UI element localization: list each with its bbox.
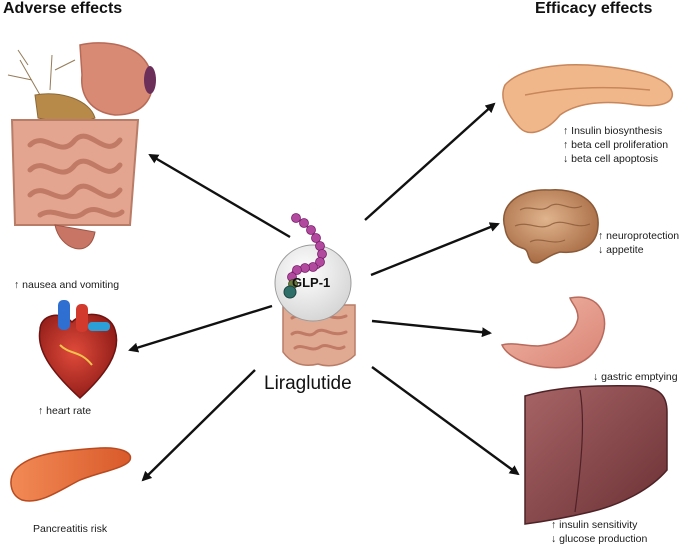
appetite-text: ↓ appetite [598,244,644,256]
liver-effects-label: ↑ insulin sensitivity ↓ glucose producti… [551,518,647,546]
brain-effects-label: ↑ neuroprotection ↓ appetite [598,229,679,257]
liver-illustration [524,384,668,525]
pancreas-illustration-efficacy [502,64,673,134]
heart-illustration [38,300,118,400]
efficacy-effects-heading: Efficacy effects [535,0,653,17]
brain-illustration [503,189,599,264]
beta-cell-proliferation-text: ↑ beta cell proliferation [563,139,669,151]
liraglutide-label: Liraglutide [264,373,352,394]
arrow-to-liver [371,366,520,476]
glp1-circle [274,244,352,322]
neuroprotection-text: ↑ neuroprotection [598,230,680,242]
peptide-chain-illustration [283,213,327,299]
insulin-biosynthesis-text: ↑ Insulin biosynthesis [563,125,663,137]
pancreas-illustration-adverse [10,447,132,502]
arrow-to-pancreas-efficacy [364,102,496,221]
center-intestine-illustration [282,304,356,367]
adverse-effects-heading: Adverse effects [3,0,123,17]
pancreatitis-label: Pancreatitis risk [33,523,108,535]
arrow-to-brain [370,222,500,277]
gastric-emptying-text: ↓ gastric emptying [593,371,678,383]
stomach-illustration [500,296,606,369]
arrows [128,102,520,482]
pancreas-effects-label: ↑ Insulin biosynthesis ↑ beta cell proli… [563,124,668,166]
arrow-to-pancreas-adverse [141,369,256,482]
insulin-sensitivity-text: ↑ insulin sensitivity [551,519,638,531]
nausea-label: ↑ nausea and vomiting [14,279,120,291]
glucose-production-text: ↓ glucose production [551,533,648,545]
gi-tract-illustration [7,42,156,250]
stomach-effects-label: ↓ gastric emptying [593,370,678,384]
beta-cell-apoptosis-text: ↓ beta cell apoptosis [563,153,659,165]
glp1-label: GLP-1 [292,275,331,290]
heart-rate-label: ↑ heart rate [38,405,92,417]
arrow-to-gi [148,153,291,239]
arrow-to-heart [128,304,273,353]
arrow-to-stomach [371,319,492,338]
